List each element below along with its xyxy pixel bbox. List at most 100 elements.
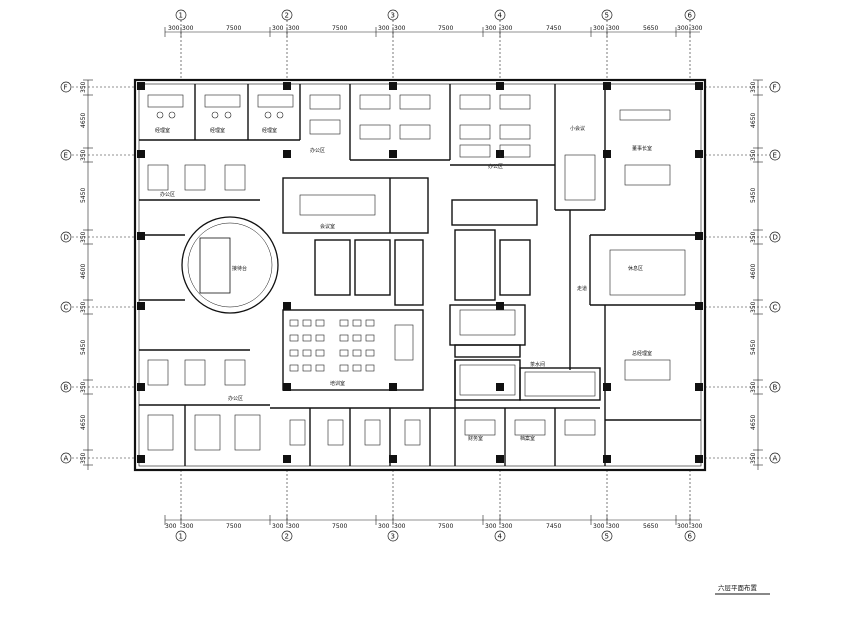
bottom-dim-16: 300 bbox=[677, 523, 689, 530]
label-finance: 财务室 bbox=[468, 435, 483, 442]
axis-right-D: D bbox=[773, 234, 778, 242]
top-dim-2: 300 bbox=[182, 25, 194, 32]
label-office-3: 经理室 bbox=[262, 127, 277, 134]
right-dim-6: 4600 bbox=[750, 264, 757, 279]
left-dim-6: 4600 bbox=[80, 264, 87, 279]
right-dim-9: 350 bbox=[750, 381, 757, 393]
axis-top-6: 6 bbox=[688, 12, 693, 20]
top-dim-17: 300 bbox=[691, 25, 703, 32]
right-dim-1: 350 bbox=[750, 81, 757, 93]
left-dim-1: 350 bbox=[80, 81, 87, 93]
label-reception: 接待台 bbox=[232, 265, 247, 272]
bottom-dim-14: 300 bbox=[608, 523, 620, 530]
label-archive: 档案室 bbox=[520, 435, 535, 442]
axis-top-4: 4 bbox=[498, 12, 503, 20]
top-dim-3: 7500 bbox=[226, 25, 241, 32]
label-corridor: 走道 bbox=[577, 285, 587, 292]
caption-text: 六层平面布置 bbox=[718, 583, 758, 592]
reception-rotunda bbox=[181, 216, 279, 314]
axis-left-E: E bbox=[64, 152, 68, 160]
top-dim-7: 300 bbox=[378, 25, 390, 32]
structural-columns bbox=[137, 82, 703, 463]
bottom-dim-7: 300 bbox=[378, 523, 390, 530]
axis-left-F: F bbox=[64, 84, 68, 92]
axis-right-B: B bbox=[773, 384, 778, 392]
bottom-dim-1: 300 bbox=[165, 523, 177, 530]
top-dim-11: 300 bbox=[501, 25, 513, 32]
left-dim-4: 5450 bbox=[80, 188, 87, 203]
left-dim-8: 5450 bbox=[80, 340, 87, 355]
bottom-axis-bubbles: 1 2 3 4 5 6 bbox=[175, 530, 696, 542]
top-dim-8: 300 bbox=[394, 25, 406, 32]
axis-bottom-4: 4 bbox=[498, 533, 503, 541]
label-lounge: 休息区 bbox=[628, 265, 643, 272]
right-dim-8: 5450 bbox=[750, 340, 757, 355]
top-dim-4: 300 bbox=[272, 25, 284, 32]
label-open-office-2: 办公区 bbox=[488, 163, 503, 170]
label-pantry: 茶水间 bbox=[530, 361, 545, 368]
label-open-office-1: 办公区 bbox=[310, 147, 325, 154]
axis-top-3: 3 bbox=[391, 12, 395, 20]
axis-bottom-3: 3 bbox=[391, 533, 395, 541]
axis-right-F: F bbox=[773, 84, 777, 92]
bottom-dim-3: 7500 bbox=[226, 523, 241, 530]
top-axis-bubbles: 1 2 3 4 5 6 bbox=[175, 9, 696, 21]
top-dimension-chain bbox=[164, 20, 700, 80]
bottom-dim-17: 300 bbox=[691, 523, 703, 530]
top-dim-13: 300 bbox=[593, 25, 605, 32]
label-open-office-4: 办公区 bbox=[160, 191, 175, 198]
left-dimension-labels: 350 4650 350 5450 350 4600 350 5450 350 … bbox=[80, 81, 87, 464]
bottom-dim-4: 300 bbox=[272, 523, 284, 530]
right-dim-3: 350 bbox=[750, 149, 757, 161]
left-dim-2: 4650 bbox=[80, 113, 87, 128]
interior-walls bbox=[139, 84, 701, 466]
right-dim-7: 350 bbox=[750, 301, 757, 313]
bottom-dimension-chain bbox=[164, 470, 700, 530]
left-dim-5: 350 bbox=[80, 231, 87, 243]
axis-bottom-1: 1 bbox=[179, 533, 183, 541]
bottom-dim-13: 300 bbox=[593, 523, 605, 530]
bottom-dim-15: 5650 bbox=[643, 523, 658, 530]
right-dim-2: 4650 bbox=[750, 113, 757, 128]
label-chairman: 董事长室 bbox=[632, 145, 652, 152]
axis-right-E: E bbox=[773, 152, 777, 160]
axis-left-C: C bbox=[64, 304, 69, 312]
axis-bottom-6: 6 bbox=[688, 533, 693, 541]
top-dim-10: 300 bbox=[485, 25, 497, 32]
axis-bottom-2: 2 bbox=[285, 533, 289, 541]
label-open-office-3: 办公区 bbox=[228, 395, 243, 402]
top-dim-5: 300 bbox=[288, 25, 300, 32]
left-axis-bubbles: F E D C B A bbox=[60, 81, 72, 464]
bottom-dim-8: 300 bbox=[394, 523, 406, 530]
label-gm: 总经理室 bbox=[632, 350, 652, 357]
axis-bottom-5: 5 bbox=[605, 533, 609, 541]
right-axis-bubbles: F E D C B A bbox=[769, 81, 781, 464]
bottom-dim-10: 300 bbox=[485, 523, 497, 530]
building-outline bbox=[133, 78, 707, 472]
top-dimension-labels: 300 300 7500 300 300 7500 300 300 7500 3… bbox=[168, 25, 703, 32]
drawing-caption: 六层平面布置 bbox=[715, 583, 770, 595]
bottom-dim-11: 300 bbox=[501, 523, 513, 530]
axis-right-A: A bbox=[773, 455, 778, 463]
left-dim-9: 350 bbox=[80, 381, 87, 393]
bottom-dim-2: 300 bbox=[182, 523, 194, 530]
bottom-dimension-labels: 300 300 7500 300 300 7500 300 300 7500 3… bbox=[165, 523, 703, 530]
right-dim-4: 5450 bbox=[750, 188, 757, 203]
bottom-dim-12: 7450 bbox=[546, 523, 561, 530]
top-dim-1: 300 bbox=[168, 25, 180, 32]
right-dimension-labels: 350 4650 350 5450 350 4600 350 5450 350 … bbox=[750, 81, 757, 464]
top-dim-14: 300 bbox=[608, 25, 620, 32]
right-dim-11: 350 bbox=[750, 452, 757, 464]
label-office-2: 经理室 bbox=[210, 127, 225, 134]
top-dim-6: 7500 bbox=[332, 25, 347, 32]
left-dim-3: 350 bbox=[80, 149, 87, 161]
bottom-dim-5: 300 bbox=[288, 523, 300, 530]
top-dim-9: 7500 bbox=[438, 25, 453, 32]
label-training-room: 培训室 bbox=[330, 380, 345, 387]
label-office-1: 经理室 bbox=[155, 127, 170, 134]
left-dim-10: 4650 bbox=[80, 415, 87, 430]
label-meeting-room: 会议室 bbox=[320, 223, 335, 230]
axis-right-C: C bbox=[773, 304, 778, 312]
right-dimension-chain bbox=[705, 79, 770, 470]
left-dim-7: 350 bbox=[80, 301, 87, 313]
